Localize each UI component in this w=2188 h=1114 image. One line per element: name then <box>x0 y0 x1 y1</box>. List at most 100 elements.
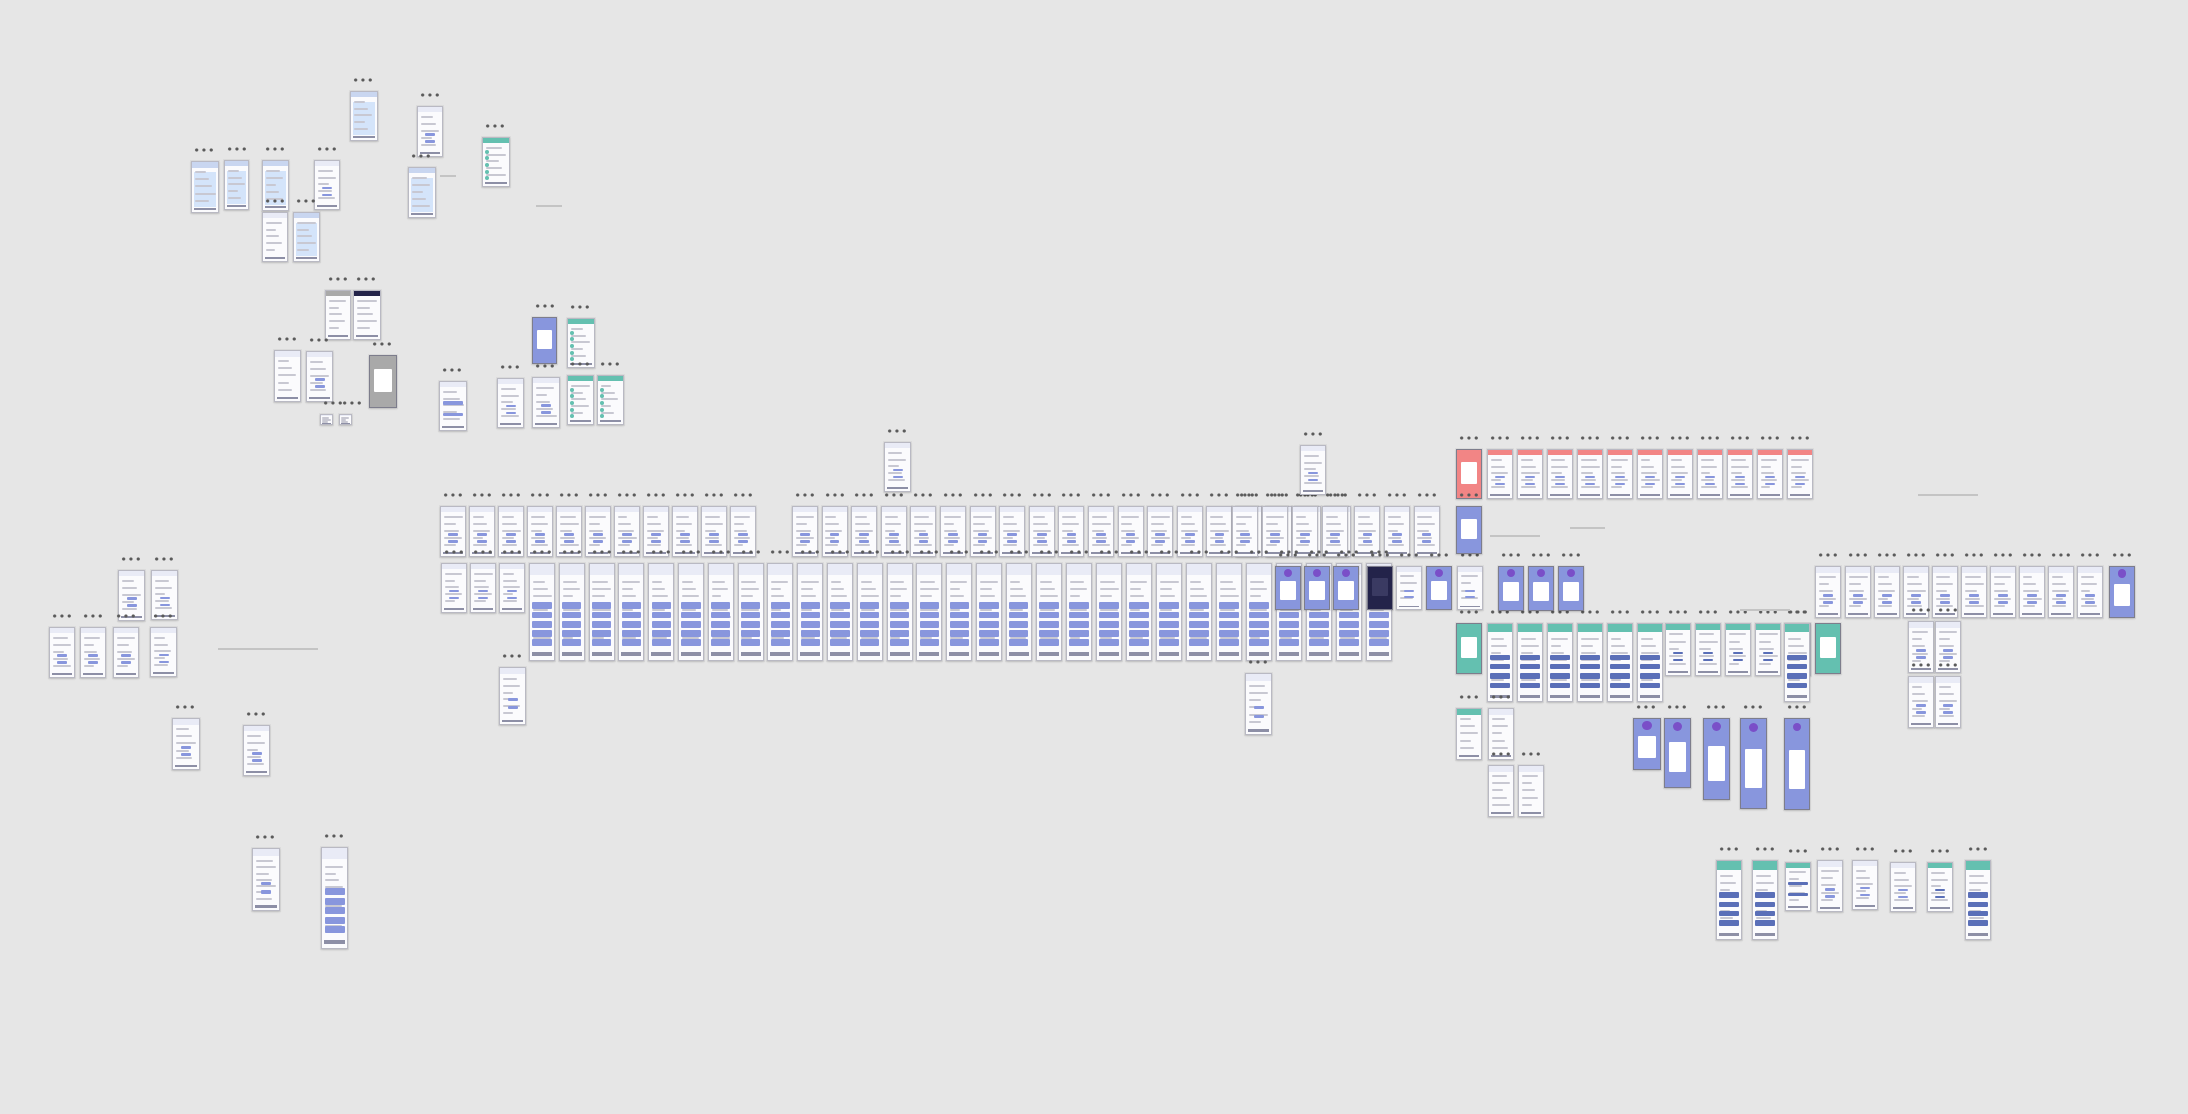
artboard-title-dots[interactable] <box>1119 493 1142 497</box>
artboard-cards[interactable] <box>321 847 348 949</box>
artboard-hero[interactable] <box>1456 506 1482 554</box>
artboard-title-dots[interactable] <box>264 199 286 203</box>
artboard-title-dots[interactable] <box>341 401 363 405</box>
artboard-title-dots[interactable] <box>1458 493 1480 497</box>
artboard-title-dots[interactable] <box>2050 553 2072 557</box>
artboard-title-dots[interactable] <box>971 493 994 497</box>
artboard-title-dots[interactable] <box>1705 705 1727 709</box>
artboard-title-dots[interactable] <box>1847 553 1869 557</box>
artboard-title-dots[interactable] <box>2111 553 2133 557</box>
artboard-title-dots[interactable] <box>1759 436 1781 440</box>
artboard-form[interactable] <box>470 563 496 613</box>
artboard-form[interactable] <box>821 506 848 557</box>
artboard-title-dots[interactable] <box>1248 550 1270 554</box>
artboard-title-dots[interactable] <box>1666 705 1688 709</box>
artboard-blank[interactable] <box>320 414 333 425</box>
artboard-title-dots[interactable] <box>1905 553 1927 557</box>
artboard-title-dots[interactable] <box>174 705 196 709</box>
artboard-form[interactable] <box>1117 506 1144 557</box>
artboard-title-dots[interactable] <box>419 93 441 97</box>
artboard-list[interactable] <box>262 212 288 262</box>
artboard-title-dots[interactable] <box>500 493 522 497</box>
artboard-form[interactable] <box>1697 449 1723 499</box>
artboard-title-dots[interactable] <box>1247 660 1269 664</box>
artboard-form[interactable] <box>150 627 177 677</box>
artboard-form[interactable] <box>1665 623 1691 676</box>
artboard-form[interactable] <box>469 506 495 557</box>
artboard-form[interactable] <box>252 848 280 911</box>
artboard-form[interactable] <box>1637 449 1663 499</box>
artboard-list[interactable] <box>1488 765 1514 817</box>
artboard-title-dots[interactable] <box>1635 705 1657 709</box>
artboard-title-dots[interactable] <box>1277 553 1299 557</box>
artboard-title-dots[interactable] <box>264 147 286 151</box>
artboard-cards[interactable] <box>1752 860 1778 940</box>
artboard-title-dots[interactable] <box>1038 550 1060 554</box>
artboard-form[interactable] <box>314 160 340 210</box>
artboard-form[interactable] <box>1058 506 1085 557</box>
artboard-cards[interactable] <box>558 563 585 661</box>
artboard-title-dots[interactable] <box>471 493 493 497</box>
artboard-form[interactable] <box>1245 673 1272 735</box>
artboard-form[interactable] <box>80 627 106 678</box>
artboard-cards[interactable] <box>856 563 883 661</box>
artboard-form[interactable] <box>556 506 582 557</box>
artboard-form[interactable] <box>1354 506 1381 557</box>
artboard-title-dots[interactable] <box>226 147 248 151</box>
artboard-title-dots[interactable] <box>886 429 908 433</box>
artboard-cards[interactable] <box>1036 563 1062 661</box>
artboard-title-dots[interactable] <box>1428 553 1450 557</box>
artboard-title-dots[interactable] <box>82 614 104 618</box>
artboard-title-dots[interactable] <box>1030 493 1053 497</box>
artboard-title-dots[interactable] <box>1520 752 1542 756</box>
artboard-form[interactable] <box>440 506 466 557</box>
artboard-title-dots[interactable] <box>1910 608 1932 612</box>
artboard-blank[interactable] <box>408 167 436 218</box>
artboard-title-dots[interactable] <box>1967 847 1989 851</box>
artboard-title-dots[interactable] <box>499 365 521 369</box>
artboard-title-dots[interactable] <box>645 493 667 497</box>
artboard-form[interactable] <box>1990 566 2016 618</box>
artboard-hero[interactable] <box>1815 623 1841 674</box>
artboard-title-dots[interactable] <box>769 550 792 554</box>
artboard-form[interactable] <box>243 725 270 776</box>
artboard-title-dots[interactable] <box>472 550 494 554</box>
artboard-cards[interactable] <box>618 563 645 661</box>
artboard-title-dots[interactable] <box>1519 436 1541 440</box>
artboard-form[interactable] <box>1695 623 1721 676</box>
artboard-title-dots[interactable] <box>1892 849 1914 853</box>
artboard-title-dots[interactable] <box>918 550 941 554</box>
artboard-form[interactable] <box>1667 449 1693 499</box>
artboard-list[interactable] <box>224 160 249 210</box>
artboard-form[interactable] <box>1787 449 1813 499</box>
artboard-title-dots[interactable] <box>1459 553 1481 557</box>
artboard-dark[interactable] <box>1664 718 1691 788</box>
artboard-form[interactable] <box>2048 566 2074 618</box>
artboard-title-dots[interactable] <box>316 147 338 151</box>
artboard-title-dots[interactable] <box>531 550 553 554</box>
artboard-list[interactable] <box>567 375 594 425</box>
artboard-title-dots[interactable] <box>1757 610 1779 614</box>
artboard-title-dots[interactable] <box>620 550 643 554</box>
artboard-form[interactable] <box>151 570 178 620</box>
artboard-title-dots[interactable] <box>1963 553 1985 557</box>
artboard-title-dots[interactable] <box>1001 493 1024 497</box>
artboard-title-dots[interactable] <box>650 550 673 554</box>
artboard-cards[interactable] <box>1186 563 1212 661</box>
artboard-title-dots[interactable] <box>1934 553 1956 557</box>
artboard-title-dots[interactable] <box>501 654 523 658</box>
artboard-title-dots[interactable] <box>529 493 551 497</box>
artboard-cards[interactable] <box>1156 563 1182 661</box>
artboard-title-dots[interactable] <box>823 493 846 497</box>
artboard-title-dots[interactable] <box>739 550 762 554</box>
artboard-dark[interactable] <box>1633 718 1661 770</box>
artboard-title-dots[interactable] <box>1669 436 1691 440</box>
artboard-title-dots[interactable] <box>1324 493 1346 497</box>
artboard-form[interactable] <box>701 506 727 557</box>
artboard-title-dots[interactable] <box>1489 610 1511 614</box>
artboard-title-dots[interactable] <box>1667 610 1689 614</box>
artboard-dark[interactable] <box>1740 718 1767 809</box>
artboard-form[interactable] <box>999 506 1026 557</box>
artboard-cards[interactable] <box>678 563 704 661</box>
artboard-title-dots[interactable] <box>1264 493 1286 497</box>
